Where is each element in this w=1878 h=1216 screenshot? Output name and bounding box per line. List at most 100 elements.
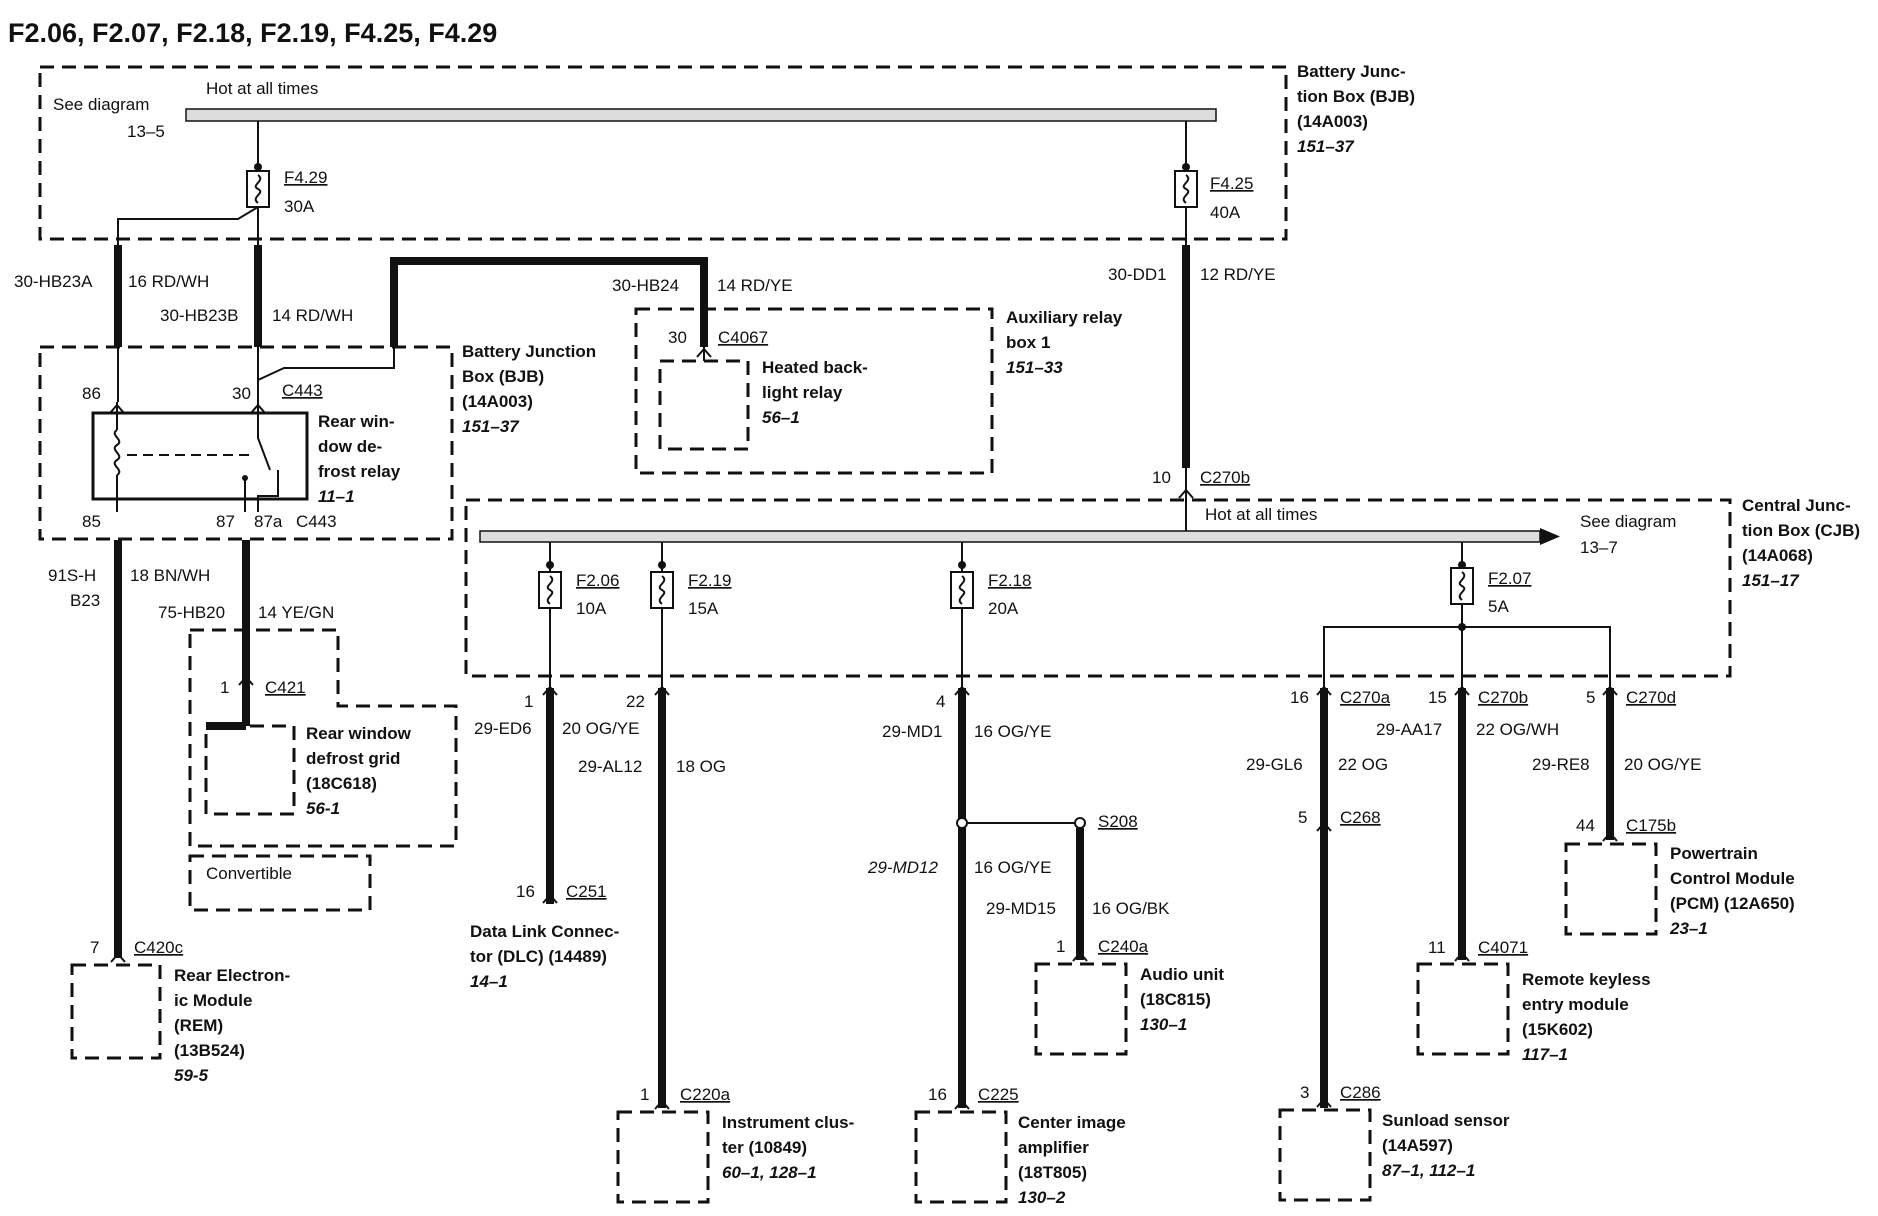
rke-name: Remote keyless entry module (15K602) xyxy=(1522,970,1655,1039)
fuse-f219: F2.19 15A xyxy=(650,542,731,688)
fuse-f206-amps: 10A xyxy=(576,599,607,618)
cjb-see-diagram: See diagram xyxy=(1580,512,1676,531)
wire-hb20-gauge: 14 YE/GN xyxy=(258,603,334,622)
aux-conn: C4067 xyxy=(718,328,768,347)
amp-pin: 16 xyxy=(928,1085,947,1104)
page-title: F2.06, F2.07, F2.18, F2.19, F4.25, F4.29 xyxy=(8,18,497,48)
fuse-f206: F2.06 10A xyxy=(538,542,619,688)
aux-relay-box: 30 C4067 Heated back- light relay 56–1 A… xyxy=(634,307,1127,475)
rke-out-conn: C270b xyxy=(1478,688,1528,707)
wire-91s-circuit: 91S-H xyxy=(48,566,96,585)
bjb-name: Battery Junc- tion Box (BJB) (14A003) xyxy=(1297,62,1420,131)
cjb-see-diagram-ref: 13–7 xyxy=(1580,538,1618,557)
aux-box-name: Auxiliary relay box 1 xyxy=(1006,308,1127,352)
wire-dd1-gauge: 12 RD/YE xyxy=(1200,265,1276,284)
fuse-f218-amps: 20A xyxy=(988,599,1019,618)
wire-hb23b-gauge: 14 RD/WH xyxy=(272,306,353,325)
relay-ref: 11–1 xyxy=(318,487,355,506)
rke-branch: 15 C270b 29-AA17 22 OG/WH 11 C4071 Remot… xyxy=(1376,686,1655,1064)
bjb-ref: 151–37 xyxy=(1297,137,1355,156)
sunload-out-conn: C270a xyxy=(1340,688,1391,707)
grid-name: Rear window defrost grid (18C618) xyxy=(306,724,416,793)
defrost-grid: 1 C421 Rear window defrost grid (18C618)… xyxy=(188,628,458,912)
wire-ed6-circuit: 29-ED6 xyxy=(474,719,532,738)
pcm-branch: 5 C270d 29-RE8 20 OG/YE 44 C175b Powertr… xyxy=(1532,686,1799,938)
audio-branch: 29-MD15 16 OG/BK 1 C240a Audio unit (18C… xyxy=(986,899,1229,1056)
cjb-box: 10 C270b Hot at all times See diagram 13… xyxy=(464,468,1860,678)
aux-box-ref: 151–33 xyxy=(1006,358,1063,377)
wire-dd1-circuit: 30-DD1 xyxy=(1108,265,1167,284)
fuse-f429-amps: 30A xyxy=(284,197,315,216)
rem-name: Rear Electron- ic Module (REM) (13B524) xyxy=(174,966,295,1060)
cjb-in-pin: 10 xyxy=(1152,468,1171,487)
sunload-branch: 16 C270a 29-GL6 22 OG 5 C268 3 C286 Sunl… xyxy=(1246,686,1510,1202)
pcm-pin: 44 xyxy=(1576,816,1595,835)
fuse-f425-amps: 40A xyxy=(1210,203,1241,222)
amp-conn: C225 xyxy=(978,1085,1019,1104)
cjb-ref: 151–17 xyxy=(1742,571,1800,590)
grid-ref: 56-1 xyxy=(306,799,340,818)
cluster-out-pin: 22 xyxy=(626,692,645,711)
pcm-out-pin: 5 xyxy=(1586,688,1595,707)
bjb2-name: Battery Junction Box (BJB) (14A003) xyxy=(462,342,601,411)
amp-splice: S208 xyxy=(1098,812,1138,831)
amp-ref: 130–2 xyxy=(1018,1188,1066,1207)
fuse-f218-id: F2.18 xyxy=(988,571,1031,590)
wire-al12-gauge: 18 OG xyxy=(676,757,726,776)
wire-91s-circuit2: B23 xyxy=(70,591,100,610)
cluster-conn: C220a xyxy=(680,1085,731,1104)
sunload-mid-conn: C268 xyxy=(1340,808,1381,827)
bjb-relay-box: 86 30 C443 85 87 87a C443 Rear win- dow … xyxy=(38,342,601,541)
audio-ref: 130–1 xyxy=(1140,1015,1187,1034)
relay-pin-86: 86 xyxy=(82,384,101,403)
wire-hb23a-gauge: 16 RD/WH xyxy=(128,272,209,291)
bjb2-ref: 151–37 xyxy=(462,417,520,436)
fuse-f218: F2.18 20A xyxy=(950,542,1031,688)
cjb-hot-label: Hot at all times xyxy=(1205,505,1317,524)
wire-hb24-gauge: 14 RD/YE xyxy=(717,276,793,295)
audio-pin: 1 xyxy=(1056,937,1065,956)
rem-ref: 59-5 xyxy=(174,1066,209,1085)
fuse-f206-id: F2.06 xyxy=(576,571,619,590)
rke-ref: 117–1 xyxy=(1522,1045,1568,1064)
rke-out-pin: 15 xyxy=(1428,688,1447,707)
dlc-pin: 16 xyxy=(516,882,535,901)
bjb-top-box: See diagram 13–5 Hot at all times Batter… xyxy=(38,62,1420,241)
relay-conn-top: C443 xyxy=(282,381,323,400)
wire-md1-circuit: 29-MD1 xyxy=(882,722,942,741)
aux-pin-30: 30 xyxy=(668,328,687,347)
pcm-name: Powertrain Control Module (PCM) (12A650) xyxy=(1670,844,1799,913)
wire-91s-gauge: 18 BN/WH xyxy=(130,566,210,585)
wire-md1-gauge: 16 OG/YE xyxy=(974,722,1051,741)
rem-conn: C420c xyxy=(134,938,184,957)
aux-relay-ref: 56–1 xyxy=(762,408,800,427)
relay-pin-85: 85 xyxy=(82,512,101,531)
wire-al12-circuit: 29-AL12 xyxy=(578,757,642,776)
grid-conn: C421 xyxy=(265,678,306,697)
grid-option: Convertible xyxy=(206,864,292,883)
fuse-f425: F4.25 40A xyxy=(1174,121,1253,247)
sunload-pin: 3 xyxy=(1300,1083,1309,1102)
aux-relay-name: Heated back- light relay xyxy=(762,358,873,402)
fuse-f207-amps: 5A xyxy=(1488,597,1509,616)
grid-pin: 1 xyxy=(220,678,229,697)
wire-re8-circuit: 29-RE8 xyxy=(1532,755,1590,774)
pcm-out-conn: C270d xyxy=(1626,688,1676,707)
dlc-ref: 14–1 xyxy=(470,972,508,991)
wire-md12-circuit: 29-MD12 xyxy=(867,858,938,877)
audio-name: Audio unit (18C815) xyxy=(1140,965,1229,1009)
relay-conn-bot: C443 xyxy=(296,512,337,531)
dlc-conn: C251 xyxy=(566,882,607,901)
relay-pin-30: 30 xyxy=(232,384,251,403)
pcm-conn: C175b xyxy=(1626,816,1676,835)
wire-md15-circuit: 29-MD15 xyxy=(986,899,1056,918)
fuse-f429-id: F4.29 xyxy=(284,168,327,187)
cluster-name: Instrument clus- ter (10849) xyxy=(722,1113,859,1157)
rem-pin: 7 xyxy=(90,938,99,957)
wire-hb23a-circuit: 30-HB23A xyxy=(14,272,93,291)
audio-conn: C240a xyxy=(1098,937,1149,956)
wire-hb23b-circuit: 30-HB23B xyxy=(160,306,238,325)
cluster-pin: 1 xyxy=(640,1085,649,1104)
dlc-out-pin: 1 xyxy=(524,692,533,711)
